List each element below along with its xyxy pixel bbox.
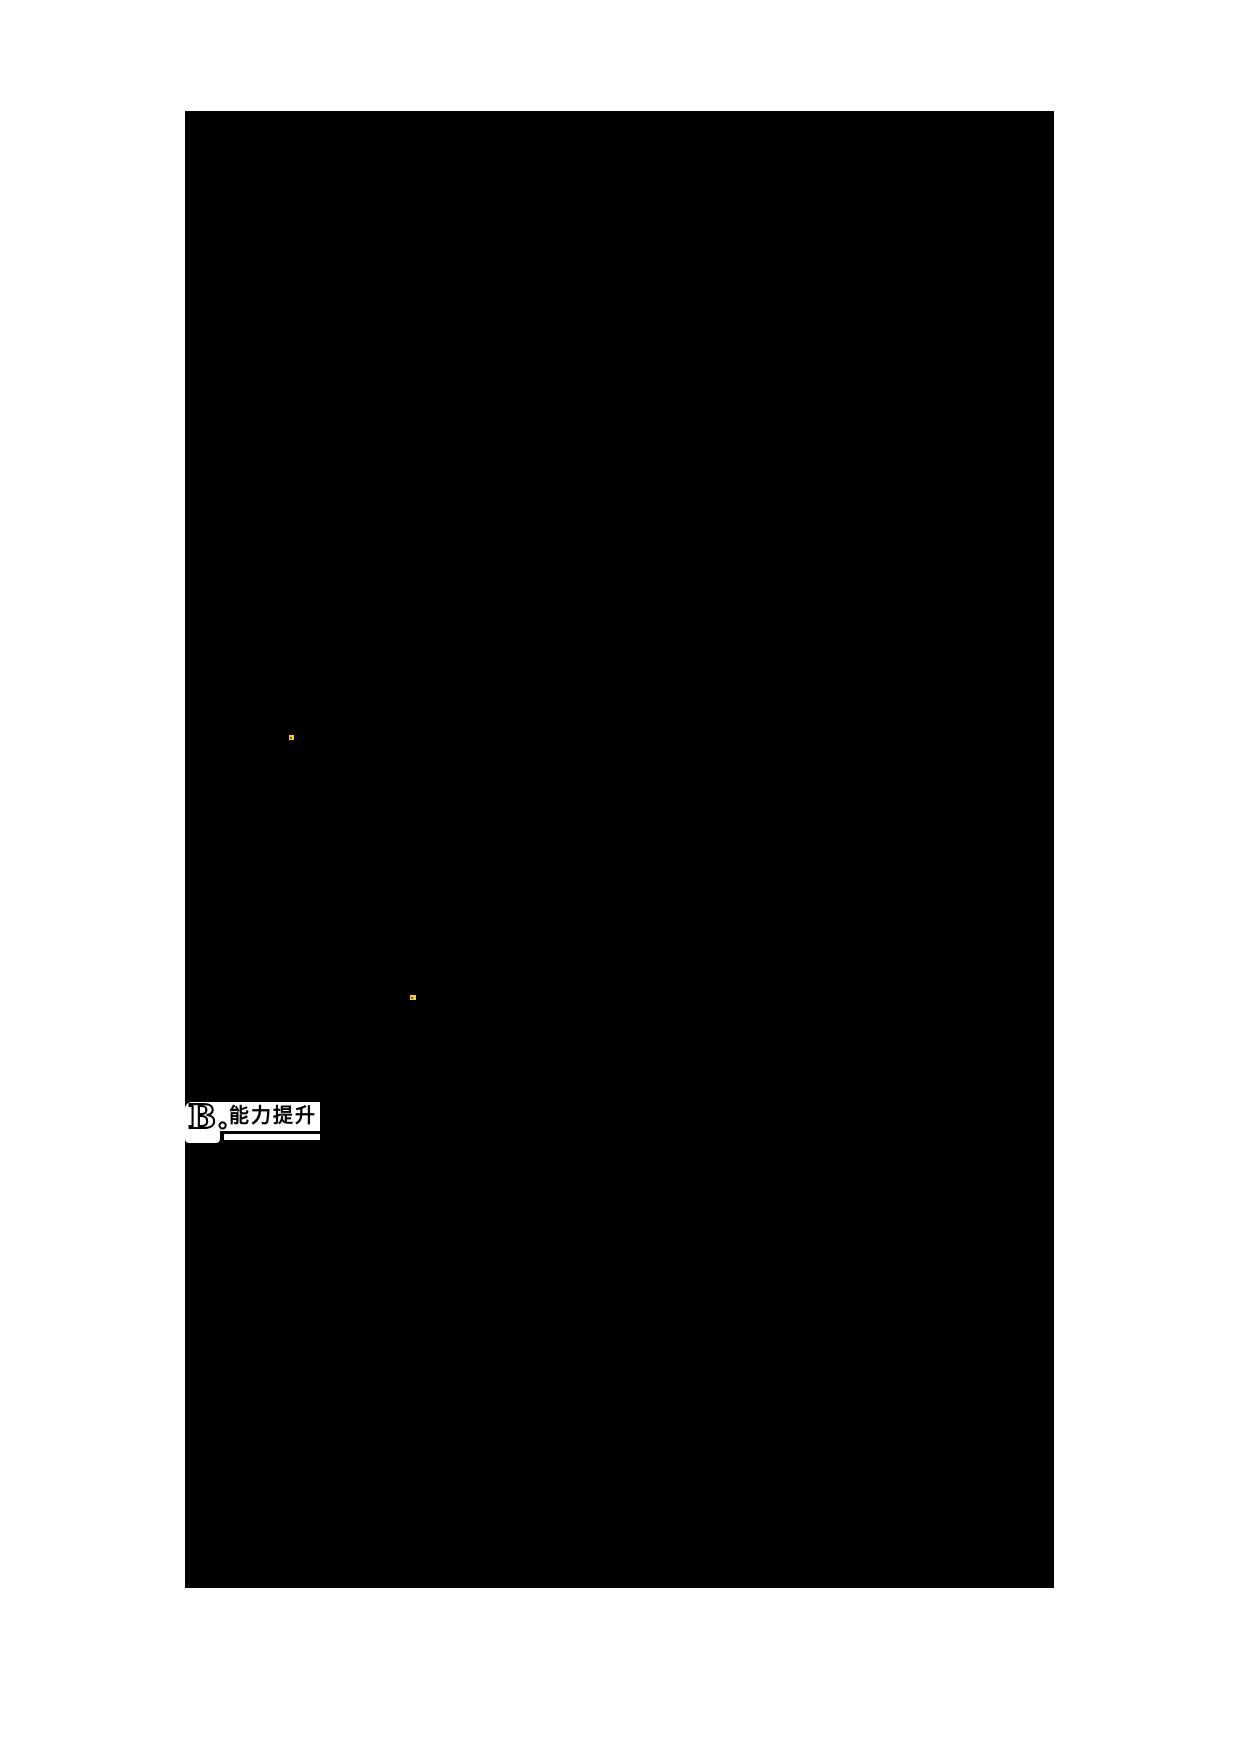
- section-letter-logo: B.: [187, 1097, 230, 1136]
- blacked-out-content: B. 能力提升: [185, 111, 1054, 1588]
- yellow-highlight-dot-1: [289, 735, 294, 740]
- dot-core: [290, 737, 292, 739]
- section-banner: B. 能力提升: [185, 1098, 320, 1136]
- section-banner-underline: [224, 1134, 320, 1140]
- dot-core: [411, 997, 413, 999]
- section-banner-foot: [185, 1131, 220, 1143]
- section-banner-label: 能力提升: [229, 1105, 317, 1127]
- yellow-highlight-dot-2: [410, 995, 416, 1000]
